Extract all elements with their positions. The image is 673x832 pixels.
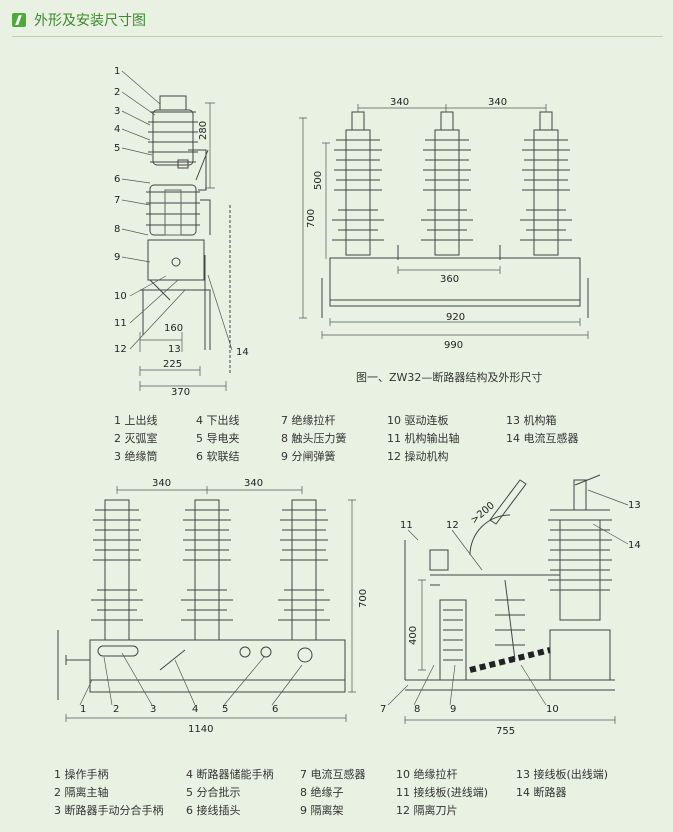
dim-340-right: 340 bbox=[488, 97, 507, 108]
dim-225: 225 bbox=[163, 359, 182, 370]
fig2-dim-340-right: 340 bbox=[244, 478, 263, 489]
legend2-item: 1 操作手柄 bbox=[54, 768, 109, 781]
fig3-callout-10: 10 bbox=[546, 704, 559, 715]
legend2-item: 12 隔离刀片 bbox=[396, 804, 458, 817]
callout-9: 9 bbox=[114, 252, 120, 263]
legend1-item: 4 下出线 bbox=[196, 414, 240, 427]
fig2-dim-1140: 1140 bbox=[188, 724, 213, 735]
legend2-item: 9 隔离架 bbox=[300, 804, 344, 817]
dim-280: 280 bbox=[198, 121, 209, 140]
legend2-item: 13 接线板(出线端) bbox=[516, 768, 609, 781]
fig2-callout-2: 2 bbox=[113, 704, 119, 715]
callout-13: 13 bbox=[168, 344, 181, 355]
legend1-item: 3 绝缘筒 bbox=[114, 450, 158, 463]
fig3-callout-11: 11 bbox=[400, 520, 413, 531]
section-title: 外形及安装尺寸图 bbox=[34, 13, 146, 29]
fig3-dim-400: 400 bbox=[408, 626, 419, 645]
legend1-item: 6 软联结 bbox=[196, 450, 240, 463]
callout-6: 6 bbox=[114, 174, 120, 185]
legend1-item: 11 机构输出轴 bbox=[387, 432, 460, 445]
figure1-caption: 图一、ZW32—断路器结构及外形尺寸 bbox=[356, 371, 543, 384]
legend2-item: 7 电流互感器 bbox=[300, 768, 366, 781]
legend2-item: 2 隔离主轴 bbox=[54, 786, 109, 799]
dim-700: 700 bbox=[306, 209, 317, 228]
legend2-item: 8 绝缘子 bbox=[300, 786, 344, 799]
callout-7: 7 bbox=[114, 195, 120, 206]
callout-12: 12 bbox=[114, 344, 127, 355]
legend1-item: 2 灭弧室 bbox=[114, 432, 158, 445]
figure2-labels: 340 340 700 1140 1 2 3 4 5 6 bbox=[80, 478, 369, 735]
fig3-callout-7: 7 bbox=[380, 704, 386, 715]
callout-2: 2 bbox=[114, 87, 120, 98]
legend1-item: 10 驱动连板 bbox=[387, 414, 449, 427]
callout-14: 14 bbox=[236, 347, 249, 358]
side-view-labels: 1 2 3 4 5 6 7 8 9 10 11 12 13 14 280 160… bbox=[114, 66, 249, 398]
callout-4: 4 bbox=[114, 124, 120, 135]
fig2-callout-4: 4 bbox=[192, 704, 198, 715]
header-divider bbox=[12, 36, 663, 37]
front-view-dims bbox=[299, 104, 589, 339]
fig2-dim-340-left: 340 bbox=[152, 478, 171, 489]
dim-340-left: 340 bbox=[390, 97, 409, 108]
fig2-callout-6: 6 bbox=[272, 704, 278, 715]
dim-500: 500 bbox=[313, 171, 324, 190]
fig3-callout-8: 8 bbox=[414, 704, 420, 715]
figure3-labels: >200 400 755 7 8 9 10 11 12 13 14 bbox=[380, 500, 641, 737]
dim-370: 370 bbox=[171, 387, 190, 398]
legend1-item: 8 触头压力簧 bbox=[281, 432, 347, 445]
legend2-item: 6 接线插头 bbox=[186, 804, 241, 817]
figure2-drawing bbox=[57, 499, 346, 700]
fig3-callout-12: 12 bbox=[446, 520, 459, 531]
legend2-item: 4 断路器储能手柄 bbox=[186, 768, 274, 781]
fig3-callout-14: 14 bbox=[628, 540, 641, 551]
fig2-callout-5: 5 bbox=[222, 704, 228, 715]
fig3-dim-755: 755 bbox=[496, 726, 515, 737]
legend1-item: 13 机构箱 bbox=[506, 414, 557, 427]
front-view-labels: 340 340 700 500 360 920 990 bbox=[306, 97, 507, 351]
legend2-item: 5 分合批示 bbox=[186, 786, 241, 799]
dim-920: 920 bbox=[446, 312, 465, 323]
callout-8: 8 bbox=[114, 224, 120, 235]
dim-990: 990 bbox=[444, 340, 463, 351]
legend1-item: 9 分闸弹簧 bbox=[281, 450, 336, 463]
callout-5: 5 bbox=[114, 143, 120, 154]
figure3-drawing bbox=[404, 474, 615, 691]
fig2-callout-1: 1 bbox=[80, 704, 86, 715]
section-header: 外形及安装尺寸图 bbox=[12, 10, 146, 30]
side-view-drawing bbox=[140, 95, 231, 375]
side-view-leaders bbox=[121, 70, 233, 391]
legend2-item: 14 断路器 bbox=[516, 786, 567, 799]
fig3-callout-9: 9 bbox=[450, 704, 456, 715]
legend2-item: 10 绝缘拉杆 bbox=[396, 768, 458, 781]
callout-10: 10 bbox=[114, 291, 127, 302]
legend1-item: 7 绝缘拉杆 bbox=[281, 414, 336, 427]
figure2-dims bbox=[65, 486, 356, 722]
callout-11: 11 bbox=[114, 318, 127, 329]
bolt-icon bbox=[12, 13, 26, 27]
legend2-item: 3 断路器手动分合手柄 bbox=[54, 804, 164, 817]
legend1-item: 5 导电夹 bbox=[196, 432, 240, 445]
dim-160: 160 bbox=[164, 323, 183, 334]
fig2-callout-3: 3 bbox=[150, 704, 156, 715]
front-view-drawing bbox=[321, 111, 589, 318]
callout-1: 1 bbox=[114, 66, 120, 77]
legend2-item: 11 接线板(进线端) bbox=[396, 786, 489, 799]
legend1-item: 12 操动机构 bbox=[387, 450, 449, 463]
legend1-item: 1 上出线 bbox=[114, 414, 158, 427]
figure3-dims bbox=[387, 489, 629, 724]
fig3-callout-13: 13 bbox=[628, 500, 641, 511]
legend1-item: 14 电流互感器 bbox=[506, 432, 579, 445]
callout-3: 3 bbox=[114, 106, 120, 117]
dim-360: 360 bbox=[440, 274, 459, 285]
fig2-dim-700: 700 bbox=[358, 589, 369, 608]
